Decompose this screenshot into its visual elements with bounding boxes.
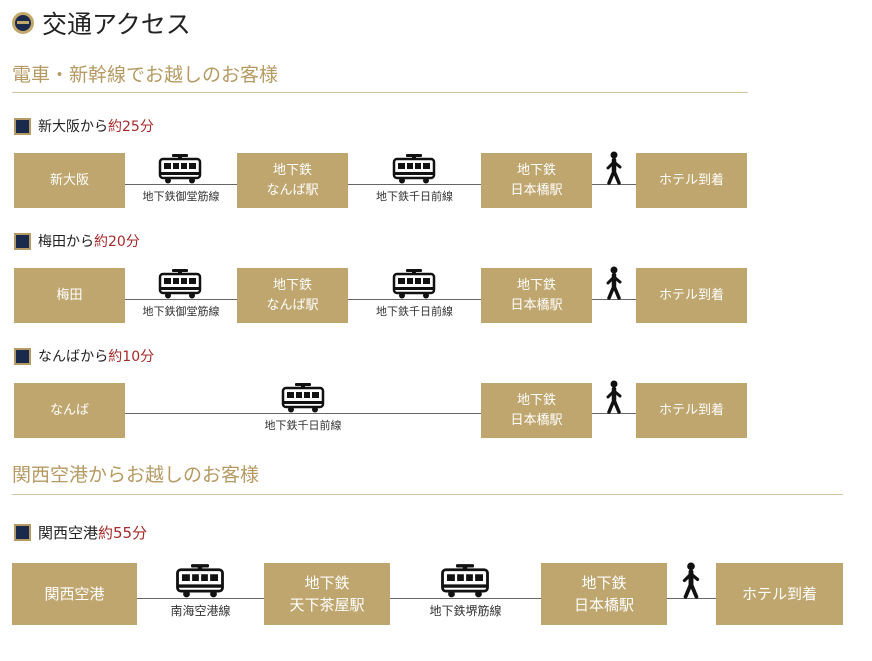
page-title-text: 交通アクセス xyxy=(42,10,191,39)
station-box: 地下鉄 天下茶屋駅 xyxy=(264,563,390,625)
route-time: 約20分 xyxy=(94,234,140,250)
section-heading-airport: 関西空港からお越しのお客様 xyxy=(12,464,260,486)
route-heading: 梅田から 約20分 xyxy=(14,231,140,251)
hotel-arrival-box: ホテル到着 xyxy=(636,268,747,323)
route-connector xyxy=(592,184,636,185)
section-divider xyxy=(12,92,748,93)
route-connector xyxy=(125,413,481,414)
route-from-label: 関西空港 xyxy=(38,524,99,542)
station-box: 地下鉄 日本橋駅 xyxy=(481,268,592,323)
route-time: 約10分 xyxy=(108,349,155,365)
square-bullet-icon xyxy=(14,347,31,365)
station-box: 地下鉄 なんば駅 xyxy=(237,153,348,208)
walking-person-icon xyxy=(606,151,622,185)
route-from-label: 梅田から xyxy=(38,234,94,250)
square-bullet-icon xyxy=(14,232,31,250)
route-connector xyxy=(390,598,541,599)
square-bullet-icon xyxy=(14,117,31,135)
route-time: 約25分 xyxy=(108,119,154,135)
hotel-arrival-box: ホテル到着 xyxy=(716,563,843,625)
station-box: 地下鉄 日本橋駅 xyxy=(481,153,592,208)
route-connector xyxy=(125,299,237,300)
route-time: 約55分 xyxy=(98,524,148,542)
station-box: 地下鉄 日本橋駅 xyxy=(541,563,667,625)
route-connector xyxy=(125,184,237,185)
page-title: 交通アクセス xyxy=(12,6,191,40)
train-icon xyxy=(158,269,202,299)
train-icon xyxy=(392,269,436,299)
train-icon xyxy=(392,154,436,184)
station-box: 地下鉄 なんば駅 xyxy=(237,268,348,323)
route-heading: なんばから 約10分 xyxy=(14,346,154,366)
route-from-label: なんばから xyxy=(38,349,109,365)
line-label: 地下鉄千日前線 xyxy=(376,305,453,318)
station-box: 新大阪 xyxy=(14,153,125,208)
route-connector xyxy=(348,299,481,300)
section-heading-train: 電車・新幹線でお越しのお客様 xyxy=(12,64,279,86)
station-box: なんば xyxy=(14,383,125,438)
route-connector xyxy=(137,598,264,599)
line-label: 地下鉄千日前線 xyxy=(376,190,453,203)
walking-person-icon xyxy=(606,266,622,300)
route-from-label: 新大阪から xyxy=(38,119,108,135)
section-divider xyxy=(12,494,843,495)
train-icon xyxy=(281,383,325,413)
line-label: 南海空港線 xyxy=(170,604,231,618)
route-heading: 新大阪から 約25分 xyxy=(14,116,154,136)
route-connector xyxy=(592,413,636,414)
walking-person-icon xyxy=(682,562,700,599)
route-heading: 関西空港 約55分 xyxy=(14,522,147,543)
circle-bullet-icon xyxy=(12,12,34,34)
train-icon xyxy=(158,154,202,184)
station-box: 梅田 xyxy=(14,268,125,323)
train-icon xyxy=(441,564,489,598)
station-box: 関西空港 xyxy=(12,563,137,625)
route-connector xyxy=(348,184,481,185)
train-icon xyxy=(176,564,224,598)
route-connector xyxy=(592,299,636,300)
line-label: 地下鉄御堂筋線 xyxy=(142,190,220,203)
hotel-arrival-box: ホテル到着 xyxy=(636,383,747,438)
route-connector xyxy=(667,598,716,599)
station-box: 地下鉄 日本橋駅 xyxy=(481,383,592,438)
walking-person-icon xyxy=(606,380,622,414)
line-label: 地下鉄御堂筋線 xyxy=(142,305,220,318)
line-label: 地下鉄千日前線 xyxy=(264,419,342,432)
line-label: 地下鉄堺筋線 xyxy=(429,604,502,618)
hotel-arrival-box: ホテル到着 xyxy=(636,153,747,208)
square-bullet-icon xyxy=(14,524,31,541)
